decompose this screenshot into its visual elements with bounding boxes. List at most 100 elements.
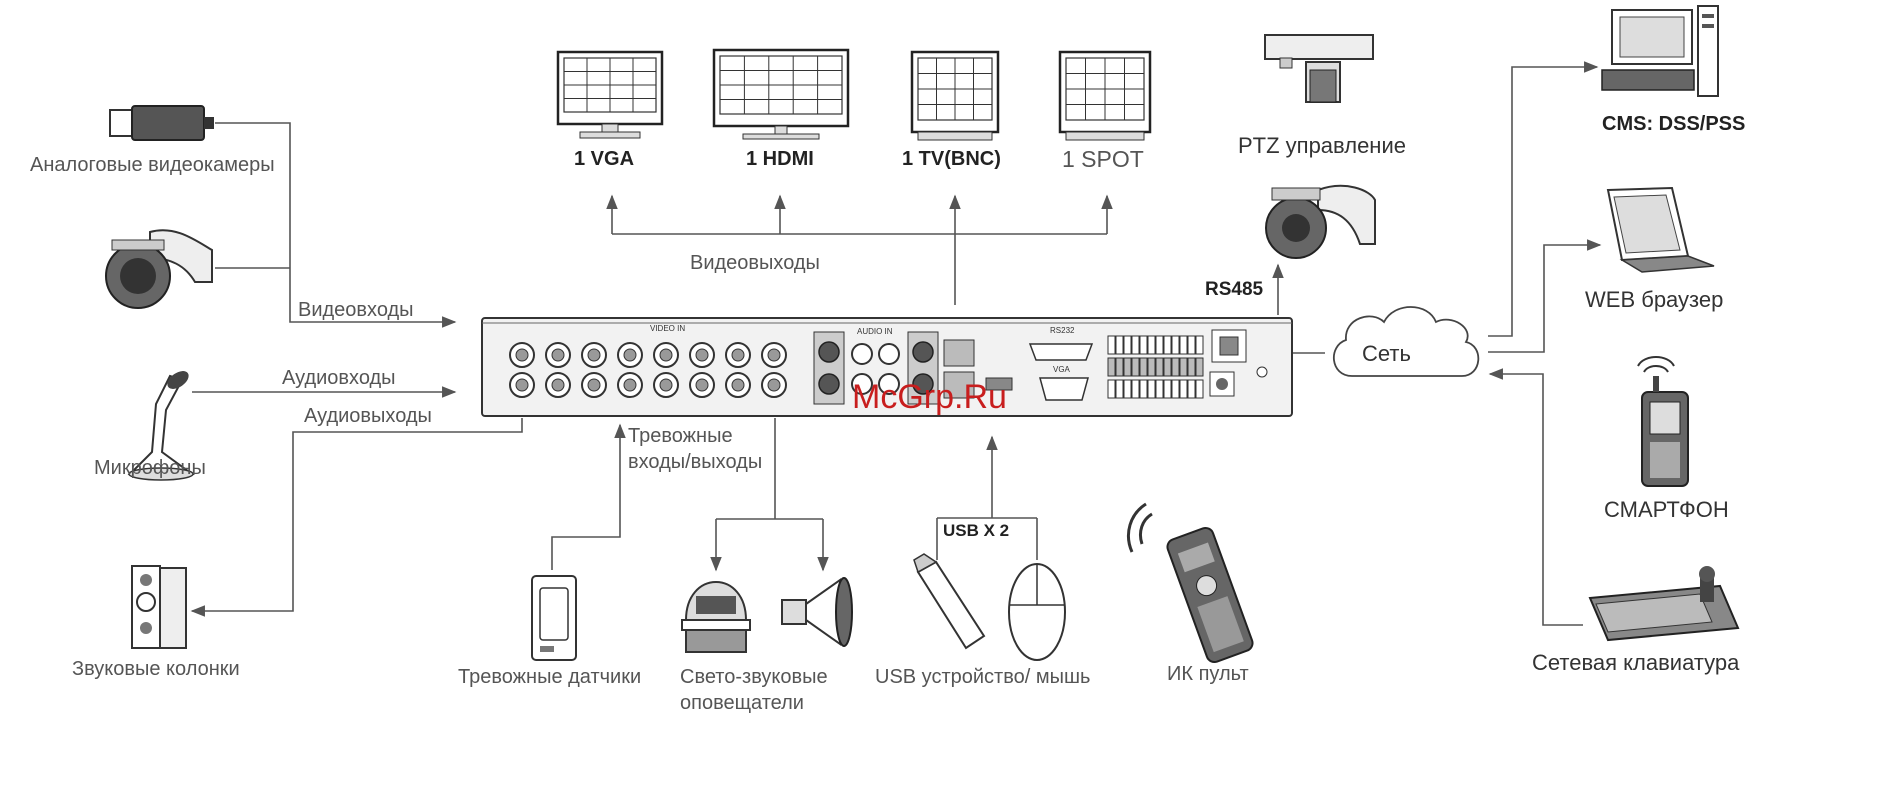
label-ir-remote: ИК пульт <box>1167 663 1249 685</box>
alarm-terminal <box>1163 357 1172 377</box>
alarm-terminal <box>1179 379 1188 399</box>
analog-box-camera-icon <box>109 105 214 141</box>
alarm-terminal <box>1187 379 1196 399</box>
alarm-terminal <box>1115 379 1124 399</box>
alarm-terminal <box>1131 379 1140 399</box>
alarm-terminal <box>1155 379 1164 399</box>
bnc-connector-core <box>551 348 565 362</box>
alarm-terminal <box>1195 379 1204 399</box>
label-audio-outputs: Аудиовыходы <box>304 405 432 427</box>
label-audio-inputs: Аудиовходы <box>282 367 396 389</box>
bnc-connector-core <box>515 378 529 392</box>
label-microphones: Микрофоны <box>94 457 206 479</box>
label-video-inputs: Видеовходы <box>298 299 414 321</box>
network-cloud-icon <box>1332 306 1480 377</box>
alarm-terminal <box>1163 335 1172 355</box>
dvr-rear-panel: VIDEO IN AUDIO IN RS232 VGA <box>481 317 1293 417</box>
alarm-terminal <box>1139 357 1148 377</box>
label-speakers: Звуковые колонки <box>72 658 240 680</box>
ptz-camera-dome-icon <box>1265 184 1376 259</box>
label-out-vga: 1 VGA <box>574 148 634 170</box>
spot-monitor-icon <box>1058 50 1152 141</box>
watermark-text: McGrp.Ru <box>852 378 1007 416</box>
speakers-icon <box>131 565 187 649</box>
panel-audio-in-label: AUDIO IN <box>857 327 893 336</box>
microphone-icon <box>127 371 196 481</box>
alarm-terminal <box>1107 357 1116 377</box>
alarm-in-line <box>551 423 626 570</box>
label-sirens-line1: Свето-звуковые <box>680 666 828 688</box>
vga-monitor-icon <box>556 50 664 139</box>
audio-out-line <box>190 418 523 617</box>
hdmi-monitor-icon <box>712 48 850 140</box>
alarm-terminal <box>1115 335 1124 355</box>
tv-monitor-icon <box>910 50 1000 141</box>
label-out-hdmi: 1 HDMI <box>746 148 814 170</box>
label-usb-x2: USB X 2 <box>943 521 1009 540</box>
alarm-terminal <box>1147 379 1156 399</box>
alarm-terminal <box>1139 379 1148 399</box>
analog-dome-camera-icon <box>105 229 213 309</box>
alarm-terminal <box>1131 357 1140 377</box>
label-rs485: RS485 <box>1205 279 1264 300</box>
bnc-connector-core <box>587 348 601 362</box>
label-sirens-line2: оповещатели <box>680 692 804 714</box>
alarm-terminal-block <box>1107 335 1204 399</box>
keyboard-line <box>1488 368 1583 626</box>
alarm-sensor-icon <box>531 575 577 661</box>
bnc-connector-core <box>767 348 781 362</box>
cms-computer-icon <box>1601 5 1719 97</box>
alarm-terminal <box>1171 357 1180 377</box>
bnc-connector-core <box>515 348 529 362</box>
alarm-terminal <box>1107 379 1116 399</box>
ir-remote-icon <box>1127 502 1254 664</box>
alarm-terminal <box>1123 335 1132 355</box>
panel-vga-label: VGA <box>1053 365 1071 374</box>
alarm-terminal <box>1195 357 1204 377</box>
alarm-terminal <box>1179 335 1188 355</box>
label-alarm-io-line2: входы/выходы <box>628 451 762 473</box>
alarm-terminal <box>1155 357 1164 377</box>
bnc-connector-core <box>695 378 709 392</box>
label-usb-device: USB устройство/ мышь <box>875 666 1090 688</box>
usb-flash-drive-icon <box>913 553 986 650</box>
bnc-connector-core <box>587 378 601 392</box>
alarm-terminal <box>1179 357 1188 377</box>
bnc-connector-core <box>659 348 673 362</box>
camera-line <box>215 122 457 328</box>
alarm-terminal <box>1195 335 1204 355</box>
bnc-connector-core <box>767 378 781 392</box>
alarm-terminal <box>1163 379 1172 399</box>
alarm-terminal <box>1147 357 1156 377</box>
network-keyboard-icon <box>1588 566 1740 642</box>
mouse-icon <box>1008 563 1066 661</box>
label-ptz-control: PTZ управление <box>1238 133 1406 158</box>
label-network: Сеть <box>1362 341 1411 366</box>
alarm-terminal <box>1123 379 1132 399</box>
labels: Аналоговые видеокамеры Видеовходы Аудиов… <box>30 113 1745 714</box>
web-line <box>1488 239 1602 353</box>
label-out-spot: 1 SPOT <box>1062 146 1144 172</box>
label-alarm-sensors: Тревожные датчики <box>458 666 641 688</box>
beacon-siren-icon <box>681 580 751 653</box>
alarm-terminal <box>1171 335 1180 355</box>
label-alarm-io-line1: Тревожные <box>628 425 733 447</box>
panel-rs232-label: RS232 <box>1050 326 1075 335</box>
bnc-connector-core <box>731 348 745 362</box>
alarm-terminal <box>1187 335 1196 355</box>
alarm-terminal <box>1147 335 1156 355</box>
cms-line <box>1488 61 1599 337</box>
ptz-camera-top-icon <box>1264 34 1374 103</box>
video-in-bnc-block <box>509 342 787 398</box>
bnc-connector-core <box>659 378 673 392</box>
laptop-icon <box>1606 186 1715 273</box>
label-out-tv: 1 TV(BNC) <box>902 148 1001 170</box>
bnc-connector-core <box>731 378 745 392</box>
alarm-terminal <box>1155 335 1164 355</box>
label-network-keyboard: Сетевая клавиатура <box>1532 650 1740 675</box>
alarm-terminal <box>1171 379 1180 399</box>
label-web-browser: WEB браузер <box>1585 287 1723 312</box>
alarm-terminal <box>1107 335 1116 355</box>
label-smartphone: СМАРТФОН <box>1604 497 1729 522</box>
bnc-connector-core <box>695 348 709 362</box>
